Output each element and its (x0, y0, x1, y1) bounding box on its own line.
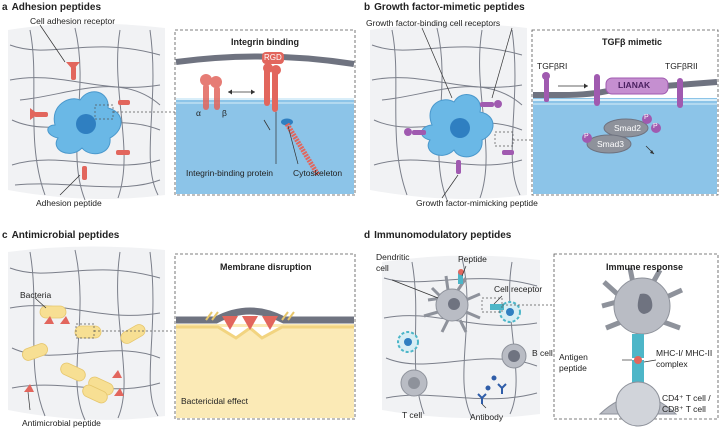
panel-a-letter: a (2, 2, 8, 13)
inset-b (531, 29, 719, 196)
label-antigen-peptide: peptide (559, 363, 587, 373)
label-smad3: Smad3 (597, 139, 624, 149)
label-tgfbrii: TGFβRII (665, 61, 698, 71)
label-adhesion-peptide: Adhesion peptide (36, 198, 102, 208)
label-t-cell: T cell (402, 410, 423, 420)
label-bactericidal-effect: Bactericidal effect (181, 396, 248, 406)
panel-d-title: Immunomodulatory peptides (374, 230, 512, 241)
label-bacteria: Bacteria (20, 290, 52, 300)
bacteria-c (22, 305, 146, 404)
b-cell-d (501, 343, 527, 369)
inset-c-title: Membrane disruption (220, 262, 312, 272)
inset-d-title: Immune response (606, 262, 684, 272)
label-p-1: P (644, 114, 649, 121)
inset-a-title: Integrin binding (231, 37, 299, 47)
t-cell-d (400, 369, 428, 397)
label-mhc-complex: complex (656, 359, 688, 369)
label-mhc: MHC-I/ MHC-II (656, 348, 713, 358)
panel-a-graphic (8, 23, 356, 201)
cell-a (47, 91, 122, 155)
label-alpha: α (196, 108, 201, 118)
label-dendritic: Dendritic (376, 252, 410, 262)
label-dendritic-cell: cell (376, 263, 389, 273)
panel-b-letter: b (364, 2, 371, 13)
label-cytoskeleton: Cytoskeleton (293, 168, 343, 178)
inset-b-title: TGFβ mimetic (602, 37, 663, 47)
panel-d-graphic (382, 253, 719, 427)
label-cd4: CD4⁺ T cell / (662, 393, 711, 403)
label-beta: β (222, 108, 227, 118)
antimicrobial-peptides-c (24, 316, 124, 396)
label-p-2: P (653, 123, 658, 130)
label-p-3: P (584, 133, 589, 140)
adhesion-peptides-a (30, 62, 130, 180)
panel-a-title: Adhesion peptides (11, 2, 102, 13)
inset-a (174, 29, 356, 196)
panel-c-letter: c (2, 230, 8, 241)
label-tgfbri: TGFβRI (537, 61, 568, 71)
inset-c (174, 253, 356, 420)
label-antimicrobial-peptide: Antimicrobial peptide (22, 418, 101, 428)
teal-cell-1 (397, 331, 419, 353)
panel-c-graphic (8, 246, 356, 421)
label-lianak: LIANAK (618, 80, 651, 90)
cell-b (421, 94, 494, 158)
label-integrin-binding-protein: Integrin-binding protein (186, 168, 273, 178)
label-smad2: Smad2 (614, 123, 641, 133)
label-cell-receptor: Cell receptor (494, 284, 543, 294)
panel-d-letter: d (364, 230, 371, 241)
gf-peptides-b (404, 100, 514, 174)
label-antibody: Antibody (470, 412, 504, 422)
panel-b-title: Growth factor-mimetic peptides (374, 2, 525, 13)
panel-b-graphic (370, 23, 719, 201)
antibodies-d (477, 375, 507, 404)
dendritic-cell-d (423, 269, 481, 333)
label-cell-adhesion-receptor: Cell adhesion receptor (30, 16, 116, 26)
label-b-cell: B cell (532, 348, 553, 358)
label-rgd: RGD (264, 53, 282, 62)
label-antigen: Antigen (559, 352, 588, 362)
panel-c-title: Antimicrobial peptides (11, 230, 120, 241)
label-peptide-d: Peptide (458, 254, 487, 264)
inset-d (553, 253, 719, 427)
label-gf-peptide: Growth factor-mimicking peptide (416, 198, 538, 208)
label-gf-receptors: Growth factor-binding cell receptors (366, 18, 501, 28)
label-cd8: CD8⁺ T cell (662, 404, 706, 414)
